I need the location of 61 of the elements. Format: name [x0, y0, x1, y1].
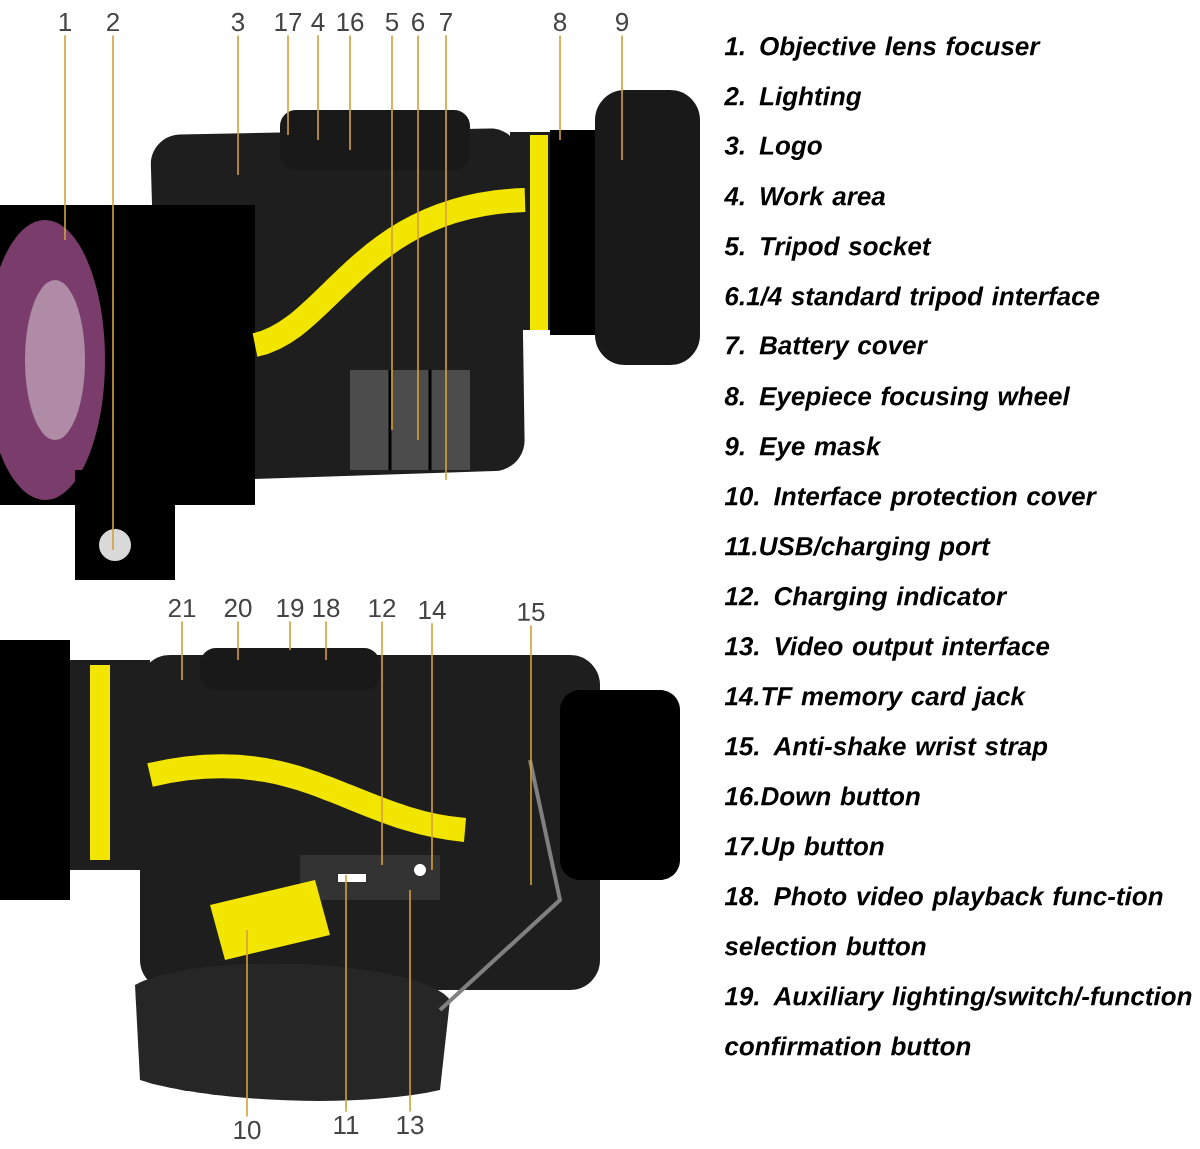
part-list-item: 10. Interface protection cover	[724, 486, 1097, 511]
part-list-item: 8. Eyepiece focusing wheel	[724, 386, 1071, 411]
part-list-item: 12. Charging indicator	[724, 586, 1008, 611]
callout-number: 14	[419, 601, 446, 619]
part-list-item: 3. Logo	[724, 136, 822, 160]
leader-line	[559, 34, 561, 141]
leader-line	[325, 620, 327, 661]
leader-line	[64, 34, 66, 241]
part-list-item: 15. Anti-shake wrist strap	[724, 736, 1048, 761]
callout-number: 9	[616, 12, 628, 32]
callout-number: 19	[277, 598, 304, 618]
callout-number: 18	[313, 598, 340, 618]
callout-number: 8	[553, 12, 567, 32]
leader-line	[287, 34, 289, 136]
leader-line	[289, 620, 291, 651]
part-list-item: 7. Battery cover	[726, 336, 928, 360]
part-list-item: 19. Auxiliary lighting/switch/-function confirmation button	[724, 986, 1192, 1056]
callout-number: 1	[59, 13, 71, 31]
callout-number: 5	[385, 12, 399, 32]
callout-number: 7	[440, 13, 452, 31]
callout-number: 2	[107, 12, 119, 32]
leader-line	[621, 34, 623, 161]
callout-number: 10	[234, 1120, 261, 1140]
leader-line	[349, 34, 351, 151]
leader-line	[381, 620, 383, 866]
callout-number: 16	[337, 12, 364, 32]
callout-number: 13	[397, 1115, 424, 1135]
part-list-item: 11.USB/charging port	[724, 536, 991, 561]
callout-number: 17	[275, 13, 302, 31]
callout-number: 4	[311, 13, 325, 31]
leader-line	[246, 929, 248, 1118]
callout-number: 20	[224, 598, 252, 618]
leader-line	[391, 34, 393, 431]
part-list-item: 17.Up button	[724, 836, 884, 861]
part-list-item: 6.1/4 standard tripod interface	[725, 286, 1100, 311]
leader-line	[530, 624, 532, 886]
callout-number: 3	[231, 12, 245, 32]
leader-line	[409, 889, 411, 1113]
part-list-item: 1. Objective lens focuser	[724, 36, 1041, 61]
callout-number: 15	[518, 602, 545, 622]
part-list-item: 4. Work area	[723, 186, 885, 206]
callout-number: 11	[334, 1116, 359, 1134]
part-list-item: 2. Lighting	[724, 86, 862, 111]
part-list-item: 5. Tripod socket	[724, 236, 932, 261]
leader-line	[431, 622, 433, 871]
part-list-item: 16.Down button	[724, 786, 920, 806]
leader-line	[417, 34, 419, 441]
part-list-item: 9. Eye mask	[725, 436, 882, 461]
leader-line	[112, 34, 114, 551]
leader-line	[237, 34, 239, 176]
part-list-item: 13. Video output interface	[724, 636, 1050, 661]
callout-number: 21	[168, 598, 196, 618]
leader-line	[181, 620, 183, 681]
leader-line	[317, 34, 319, 141]
leader-line	[237, 620, 239, 661]
part-list-item: 14.TF memory card jack	[724, 686, 1026, 711]
leader-line	[445, 34, 447, 481]
part-list-item: 18. Photo video playback func-tion selection button	[724, 886, 1163, 956]
callout-number: 6	[412, 12, 425, 32]
callout-number: 12	[369, 598, 396, 618]
leader-line	[345, 874, 347, 1113]
